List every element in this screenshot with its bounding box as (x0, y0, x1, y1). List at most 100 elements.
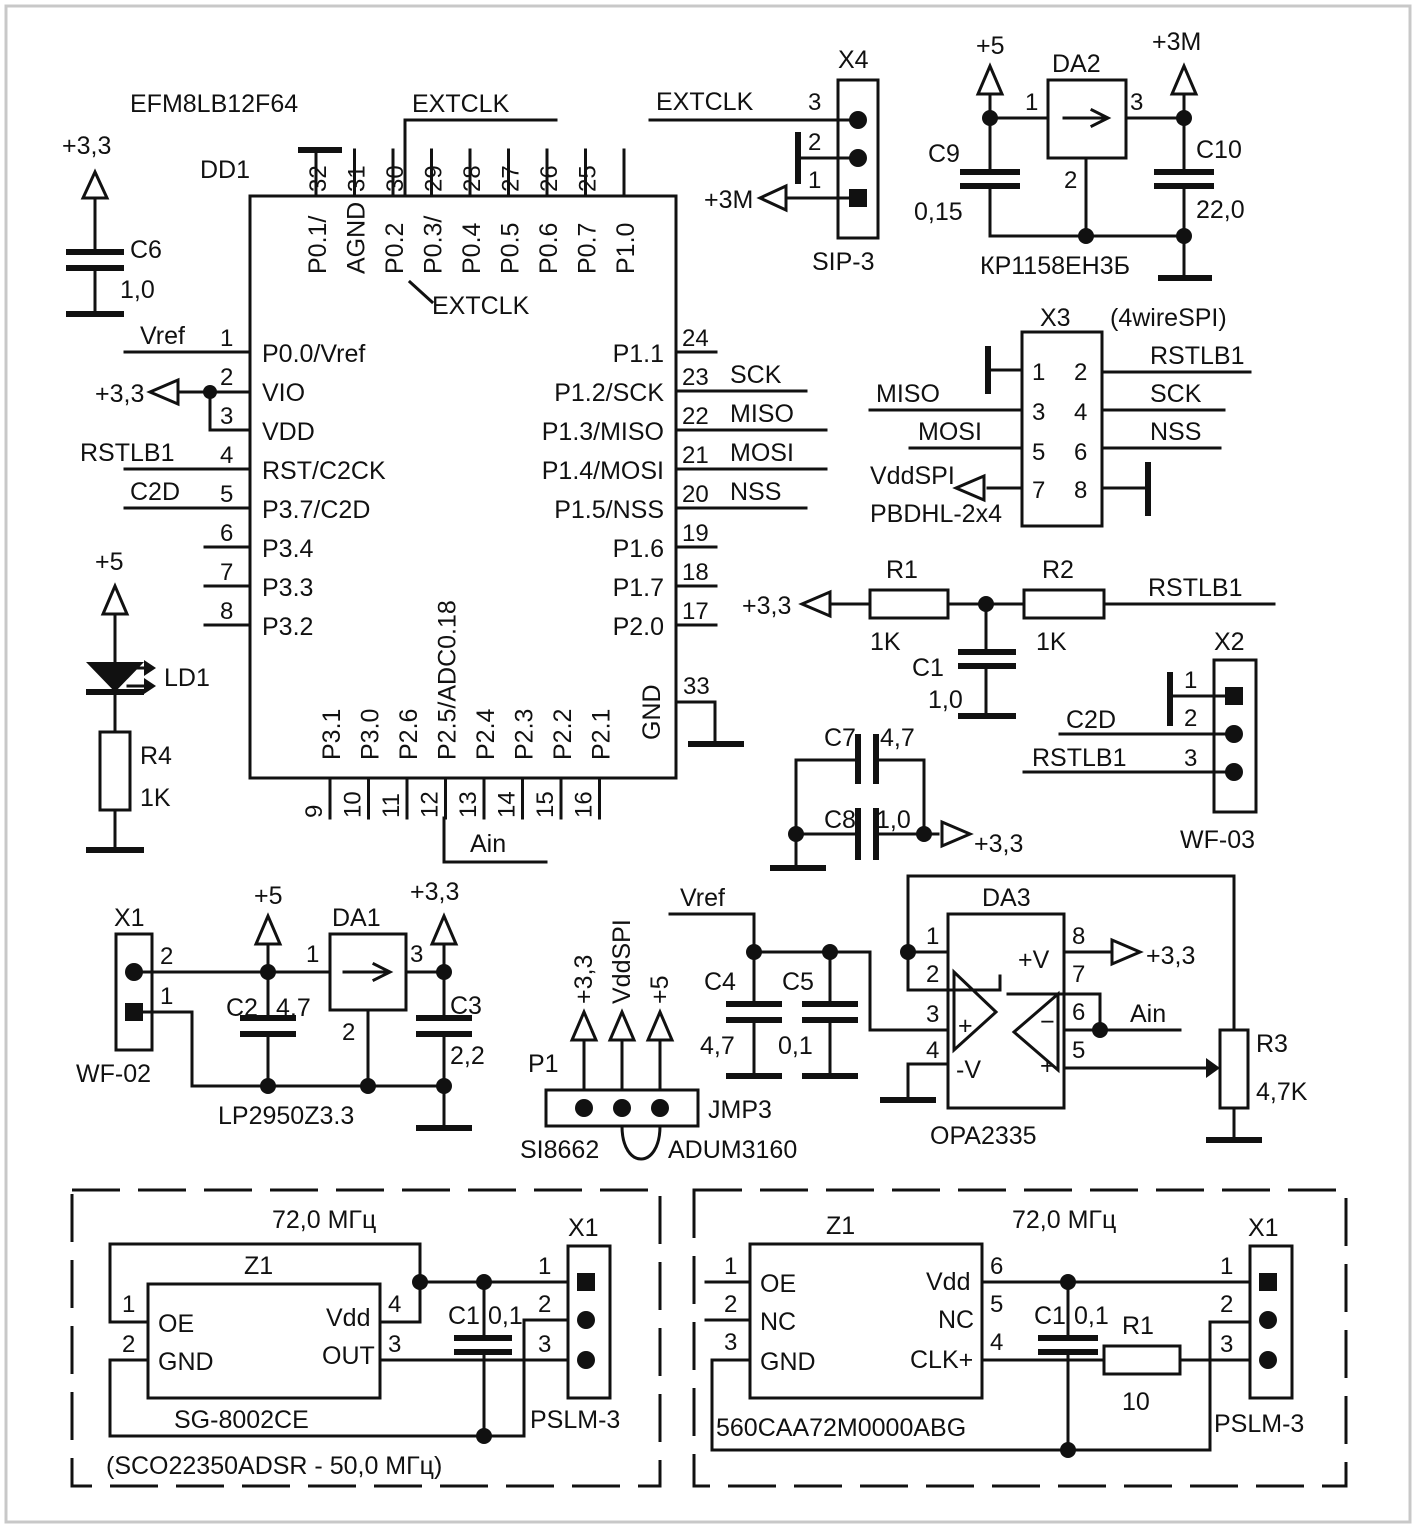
mcu-bottom-pin-name: P2.5/ADC0.18 (434, 600, 462, 760)
p1-supply-5: +5 (646, 975, 674, 1004)
pwr-x1-pin1: 1 (160, 983, 173, 1010)
mcu-top-pin-name: P0.4 (458, 222, 486, 274)
mcu-top-pin-num: 27 (498, 165, 525, 192)
x3-pin-1: 1 (1032, 359, 1045, 386)
osc1-x-pin2: 2 (538, 1291, 551, 1318)
mcu-bottom-pin-name: P2.3 (511, 709, 539, 760)
mcu-bottom-pin-name: P2.4 (472, 708, 500, 760)
da3-plus-2: + (1040, 1052, 1055, 1080)
r4-value: 1K (140, 784, 171, 812)
c9-ref: C9 (928, 140, 960, 168)
c6-supply: +3,3 (62, 132, 111, 160)
da3-pin-6: 6 (1072, 999, 1085, 1026)
mcu-right-pin-num: 22 (682, 403, 709, 430)
x3-net-vddspi: VddSPI (870, 462, 955, 490)
mcu-left-pin-num: 5 (220, 481, 233, 508)
pwr-x1-ref: X1 (114, 904, 145, 932)
mcu-right-pin-net: MOSI (730, 439, 794, 467)
mcu-left-pin-num: 1 (220, 325, 233, 352)
x3-type: PBDHL-2x4 (870, 500, 1002, 528)
amp-supply: +3,3 (1146, 942, 1195, 970)
oscillator-option-1: 72,0 МГц Z1 OE GND Vdd OUT 1 2 4 3 C1 0,… (70, 1188, 662, 1488)
p1-ref: P1 (528, 1050, 559, 1078)
osc1-pin2: 2 (122, 1331, 135, 1358)
x4-pin-3: 3 (808, 89, 821, 116)
c3-ref: C3 (450, 992, 482, 1020)
mcu-bottom-pin-name: P3.1 (318, 709, 346, 760)
da3-pin-8: 8 (1072, 923, 1085, 950)
mcu-left-pin-name: P3.3 (262, 574, 313, 602)
mcu-right-pin-name: P2.0 (613, 613, 664, 641)
da2-pin-in: 1 (1025, 89, 1038, 116)
osc2-r-ref: R1 (1122, 1312, 1154, 1340)
mcu-bottom-pin-num: 9 (301, 805, 328, 818)
c1-value: 1,0 (928, 686, 963, 714)
c8-value: 1,0 (876, 806, 911, 834)
c4-value: 4,7 (700, 1032, 735, 1060)
r1-ref: R1 (886, 556, 918, 584)
x2-pin-3: 3 (1184, 745, 1197, 772)
osc1-x-pin1: 1 (538, 1253, 551, 1280)
amp-vref: Vref (680, 884, 725, 912)
x3-net-miso: MISO (876, 380, 940, 408)
osc1-pin4: 4 (388, 1291, 401, 1318)
mcu-part-label: EFM8LB12F64 (130, 90, 298, 118)
mcu-right-pin-num: 20 (682, 481, 709, 508)
c4-ref: C4 (704, 968, 736, 996)
da2-pin-gnd: 2 (1064, 167, 1077, 194)
da3-vneg: -V (956, 1056, 981, 1084)
da3-pin-1: 1 (926, 923, 939, 950)
osc2-x-ref: X1 (1248, 1214, 1279, 1242)
mcu-left-pin-name: P3.4 (262, 535, 314, 563)
mcu-right-pin-name: P1.1 (613, 340, 664, 368)
c2-value: 4,7 (276, 994, 311, 1022)
x2-type: WF-03 (1180, 826, 1255, 854)
c9-value: 0,15 (914, 198, 963, 226)
da3-pin-4: 4 (926, 1037, 939, 1064)
mcu-left-pin-num: 3 (220, 403, 233, 430)
ld1-ref: LD1 (164, 664, 210, 692)
x3-ref: X3 (1040, 304, 1071, 332)
mcu-left-pin-net: C2D (130, 478, 180, 506)
c1-ref: C1 (912, 654, 944, 682)
r4-ref: R4 (140, 742, 172, 770)
c6-value: 1,0 (120, 276, 155, 304)
mcu-bottom-pin-num: 12 (417, 791, 444, 818)
extclk-top-label: EXTCLK (412, 90, 510, 118)
osc2-pin-gnd: GND (760, 1348, 816, 1376)
mcu-top-pin-name: AGND (343, 202, 371, 274)
osc2-pin-oe: OE (760, 1270, 796, 1298)
da3-pin-7: 7 (1072, 961, 1085, 988)
osc2-x-type: PSLM-3 (1214, 1410, 1304, 1438)
p1-supply-vddspi: VddSPI (608, 919, 636, 1004)
capacitor-c6: +3,3 C6 1,0 (62, 132, 162, 317)
da1-pin-out: 3 (410, 941, 423, 968)
x2-pin-2: 2 (1184, 705, 1197, 732)
osc2-c-ref: C1 (1034, 1302, 1066, 1330)
amplifier-da3: Vref C4 4,7 C5 0,1 DA3 OPA2335 + + − +V … (668, 874, 1308, 1150)
ain-label: Ain (470, 830, 506, 858)
c5-ref: C5 (782, 968, 814, 996)
x3-pin-3: 3 (1032, 399, 1045, 426)
regulator-da2: DA2 +5 +3M 1 3 2 C9 0,15 C10 22,0 КР1158… (914, 28, 1245, 281)
mcu-dd1: EFM8LB12F64 DD1 1P0.0/VrefVref2VIO3VDD4R… (80, 90, 828, 864)
c6-ref: C6 (130, 236, 162, 264)
capacitors-c7-c8: C7 4,7 C8 1,0 +3,3 (770, 724, 1023, 871)
mcu-bottom-pin-num: 16 (571, 791, 598, 818)
da3-ref: DA3 (982, 884, 1031, 912)
osc1-pin-gnd: GND (158, 1348, 214, 1376)
r2-ref: R2 (1042, 556, 1074, 584)
mcu-left-pin-net: Vref (140, 322, 185, 350)
mcu-left-pin-net: RSTLB1 (80, 439, 174, 467)
gnd-pin-num: 33 (683, 673, 710, 700)
osc2-x-pin3: 3 (1220, 1331, 1233, 1358)
pwr-in-supply: +5 (254, 882, 283, 910)
mcu-bottom-pin-name: P3.0 (357, 709, 385, 760)
mcu-bottom-pin-name: P2.6 (395, 709, 423, 760)
x3-pin-8: 8 (1074, 477, 1087, 504)
da1-ref: DA1 (332, 904, 381, 932)
led-ld1: +5 LD1 R4 1K (86, 548, 210, 853)
da2-out-supply: +3M (1152, 28, 1201, 56)
osc1-freq: 72,0 МГц (272, 1206, 376, 1234)
